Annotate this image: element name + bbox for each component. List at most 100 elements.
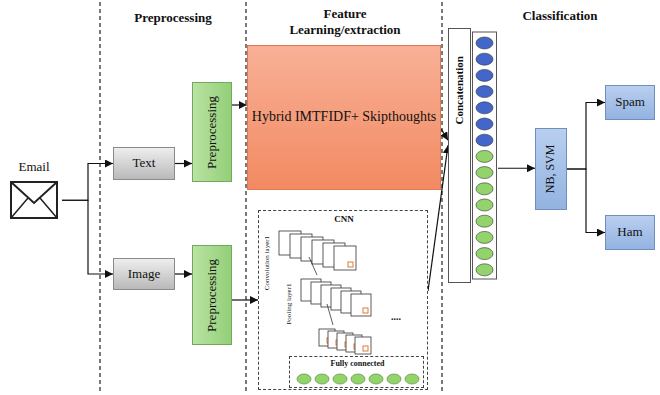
preprocessing-box: Preprocessing xyxy=(192,245,232,345)
kernel-patch xyxy=(343,302,348,307)
envelope-body xyxy=(11,182,57,218)
layer-link xyxy=(309,257,333,325)
output-box: Ham xyxy=(605,215,655,250)
flow-arrow xyxy=(232,299,258,300)
text-feature xyxy=(476,118,493,130)
text-slot: NB, SVM xyxy=(539,132,563,206)
neuron xyxy=(333,374,347,384)
node-label: Text xyxy=(133,156,156,171)
column-heading: Preprocessing xyxy=(104,10,242,26)
kernel-patch xyxy=(293,247,298,252)
text-slot: Ham xyxy=(609,219,651,246)
image-feature xyxy=(476,150,493,162)
node-label: Preprocessing xyxy=(205,259,220,332)
input-box: Text xyxy=(113,147,175,180)
kernel-patch xyxy=(348,262,353,267)
flow-arrow xyxy=(567,169,605,233)
feature-map xyxy=(337,333,353,350)
node-label: Pooling layer1 xyxy=(285,283,293,324)
feature-map xyxy=(319,329,335,346)
input-box: Image xyxy=(113,258,175,290)
feature-map xyxy=(290,234,312,258)
node-label: Preprocessing xyxy=(205,96,220,169)
text-slot: Image xyxy=(117,262,171,286)
text-slot: Text xyxy=(117,151,171,176)
column-heading: Feature Learning/extraction xyxy=(280,6,410,39)
preprocessing-box: Preprocessing xyxy=(192,82,232,182)
kernel-patch xyxy=(313,293,318,298)
node-label: Spam xyxy=(615,95,645,110)
feature-map xyxy=(328,331,344,348)
image-feature xyxy=(476,199,493,211)
feature-map xyxy=(334,246,356,270)
text-slot: Convolution layer1 xyxy=(261,227,274,299)
feature-map xyxy=(279,231,301,255)
image-feature xyxy=(476,183,493,195)
flow-arrow xyxy=(62,200,113,274)
kernel-patch xyxy=(327,338,332,343)
neuron xyxy=(387,374,401,384)
envelope-icon xyxy=(11,182,57,218)
node-label: Ham xyxy=(617,225,642,240)
flow-arrow xyxy=(232,104,247,105)
image-feature xyxy=(476,248,493,260)
dashed-divider xyxy=(99,2,100,393)
feature-map xyxy=(346,335,362,352)
kernel-patch xyxy=(337,259,342,264)
neuron xyxy=(351,374,365,384)
neuron xyxy=(405,374,419,384)
flow-arrow xyxy=(175,163,192,164)
image-feature xyxy=(476,167,493,179)
node-label: Image xyxy=(128,267,160,282)
text-slot: Pooling layer1 xyxy=(283,277,296,331)
feature-map xyxy=(312,240,334,264)
text-feature xyxy=(476,86,493,98)
concatenation-box: Concatenation xyxy=(448,28,498,283)
envelope-flap xyxy=(11,182,57,203)
image-feature xyxy=(476,264,493,276)
envelope-fold xyxy=(11,198,57,218)
feature-map xyxy=(323,243,345,267)
feature-map xyxy=(351,294,371,316)
feature-map xyxy=(311,282,331,304)
kernel-patch xyxy=(333,299,338,304)
node-label: Email xyxy=(18,160,49,175)
cnn-region: CNN Convolution layer1Pooling layer1.... F… xyxy=(258,210,428,390)
neuron xyxy=(297,374,311,384)
node-label: CNN xyxy=(334,214,354,224)
kernel-patch xyxy=(326,256,331,261)
neuron xyxy=(369,374,383,384)
text-slot: Preprocessing xyxy=(196,249,228,341)
text-feature xyxy=(476,102,493,114)
feature-map xyxy=(321,285,341,307)
text-slot: Email xyxy=(6,158,62,176)
text-slot: Spam xyxy=(609,89,651,116)
node-label: .... xyxy=(391,311,401,323)
feature-map xyxy=(355,337,371,354)
kernel-patch xyxy=(353,305,358,310)
feature-map xyxy=(331,288,351,310)
flow-arrow xyxy=(567,103,605,170)
node-label: Convolution layer1 xyxy=(263,236,271,290)
text-slot: Concatenation xyxy=(448,34,470,146)
flow-arrow xyxy=(441,129,448,140)
feature-map xyxy=(341,291,361,313)
email-icon: Email xyxy=(6,158,62,224)
kernel-patch xyxy=(336,340,341,345)
flow-arrow xyxy=(62,164,113,201)
flow-arrow xyxy=(175,273,192,274)
concatenation-strip xyxy=(449,29,471,283)
node-label: Fully connected xyxy=(331,359,385,368)
dashed-divider xyxy=(441,2,442,393)
feature-map xyxy=(301,279,321,301)
text-feature xyxy=(476,134,493,146)
kernel-patch xyxy=(363,308,368,313)
text-slot: Fully connected xyxy=(290,358,425,370)
image-feature xyxy=(476,231,493,243)
dashed-divider xyxy=(100,2,442,393)
text-slot: Hybrid IMTFIDF+ Skipthoughts xyxy=(251,49,437,186)
feature-vector xyxy=(473,32,497,279)
kernel-patch xyxy=(345,342,350,347)
node-label: NB, SVM xyxy=(544,145,558,194)
